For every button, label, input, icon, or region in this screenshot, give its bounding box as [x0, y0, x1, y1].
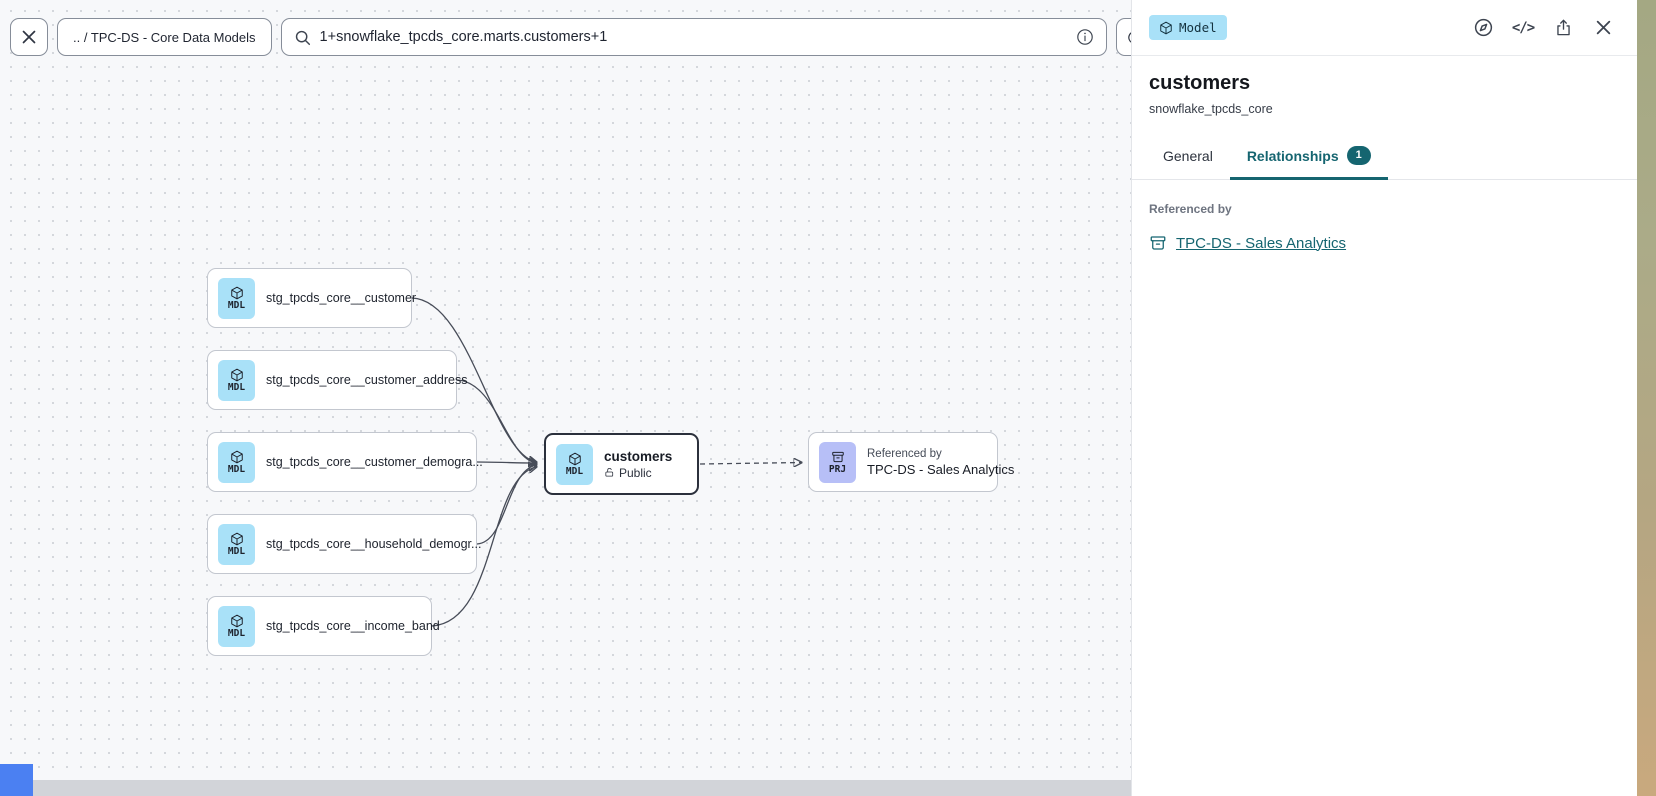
- panel-actions: </>: [1471, 16, 1615, 40]
- cube-icon: [1160, 21, 1172, 34]
- search-icon: [295, 30, 310, 45]
- search-bar: [280, 18, 1107, 56]
- archive-icon: [1150, 236, 1166, 250]
- package-name: snowflake_tpcds_core: [1149, 102, 1273, 116]
- model-icon: MDL: [218, 441, 255, 483]
- model-node-stg-tpcds-core-household-demographics[interactable]: MDL stg_tpcds_core__household_demogr...: [207, 514, 481, 574]
- model-node-customers-selected[interactable]: MDL customers Public: [544, 433, 699, 495]
- share-button[interactable]: [1551, 16, 1575, 40]
- lineage-edges: [411, 297, 1131, 627]
- cube-icon: [568, 452, 581, 466]
- cube-icon: [230, 286, 243, 300]
- close-lineage-button[interactable]: [10, 18, 48, 56]
- tab-relationships[interactable]: Relationships 1: [1229, 134, 1388, 180]
- model-icon: MDL: [218, 605, 255, 647]
- model-type-badge: Model: [1149, 15, 1227, 40]
- project-icon: PRJ: [819, 441, 856, 483]
- relationships-content: Referenced by TPC-DS - Sales Analytics: [1132, 180, 1637, 274]
- model-title-block: customers snowflake_tpcds_core: [1132, 56, 1637, 116]
- relationships-count-badge: 1: [1346, 146, 1371, 165]
- model-node-stg-tpcds-core-customer-demographics[interactable]: MDL stg_tpcds_core__customer_demogra...: [207, 432, 483, 492]
- model-icon: MDL: [218, 277, 255, 319]
- refresh-button[interactable]: [1115, 18, 1131, 56]
- cube-icon: [230, 532, 243, 546]
- model-icon: MDL: [218, 523, 255, 565]
- breadcrumb[interactable]: .. / TPC-DS - Core Data Models: [57, 18, 272, 56]
- share-icon: [1556, 19, 1570, 36]
- cube-icon: [230, 614, 243, 628]
- tab-general[interactable]: General: [1163, 147, 1213, 164]
- search-input[interactable]: [319, 29, 1067, 45]
- unlock-icon: [605, 468, 614, 477]
- close-icon: [22, 30, 36, 44]
- view-code-button[interactable]: </>: [1511, 16, 1535, 40]
- panel-tabs: General Relationships 1: [1132, 134, 1637, 180]
- canvas-toolbar: .. / TPC-DS - Core Data Models: [10, 18, 1131, 56]
- model-icon: MDL: [556, 443, 593, 485]
- compass-icon: [1474, 18, 1492, 37]
- model-node-stg-tpcds-core-income-band[interactable]: MDL stg_tpcds_core__income_band: [207, 596, 440, 656]
- model-node-stg-tpcds-core-customer-address[interactable]: MDL stg_tpcds_core__customer_address: [207, 350, 468, 410]
- explore-lineage-button[interactable]: [1471, 16, 1495, 40]
- referenced-by-project-link[interactable]: TPC-DS - Sales Analytics: [1149, 234, 1620, 252]
- page-title: customers: [1149, 72, 1251, 94]
- refresh-icon: [1128, 31, 1131, 43]
- referenced-by-label: Referenced by: [1149, 202, 1232, 216]
- lineage-canvas[interactable]: .. / TPC-DS - Core Data Models MDL: [0, 0, 1131, 796]
- close-panel-button[interactable]: [1591, 16, 1615, 40]
- detail-panel-header: Model </>: [1132, 0, 1637, 56]
- info-icon[interactable]: [1076, 28, 1094, 46]
- detail-panel: Model </>: [1131, 0, 1637, 796]
- cube-icon: [230, 368, 243, 382]
- code-icon: </>: [1511, 19, 1535, 36]
- model-icon: MDL: [218, 359, 255, 401]
- archive-icon: [831, 451, 844, 462]
- canvas-corner-panel[interactable]: [0, 764, 33, 796]
- desktop-wallpaper-edge: [1637, 0, 1656, 796]
- cube-icon: [230, 450, 243, 464]
- access-row: Public: [604, 466, 672, 480]
- horizontal-scrollbar[interactable]: [30, 780, 1131, 796]
- close-icon: [1596, 20, 1610, 35]
- model-node-stg-tpcds-core-customer[interactable]: MDL stg_tpcds_core__customer: [207, 268, 416, 328]
- project-node-tpcds-sales-analytics[interactable]: PRJ Referenced by TPC-DS - Sales Analyti…: [808, 432, 1014, 492]
